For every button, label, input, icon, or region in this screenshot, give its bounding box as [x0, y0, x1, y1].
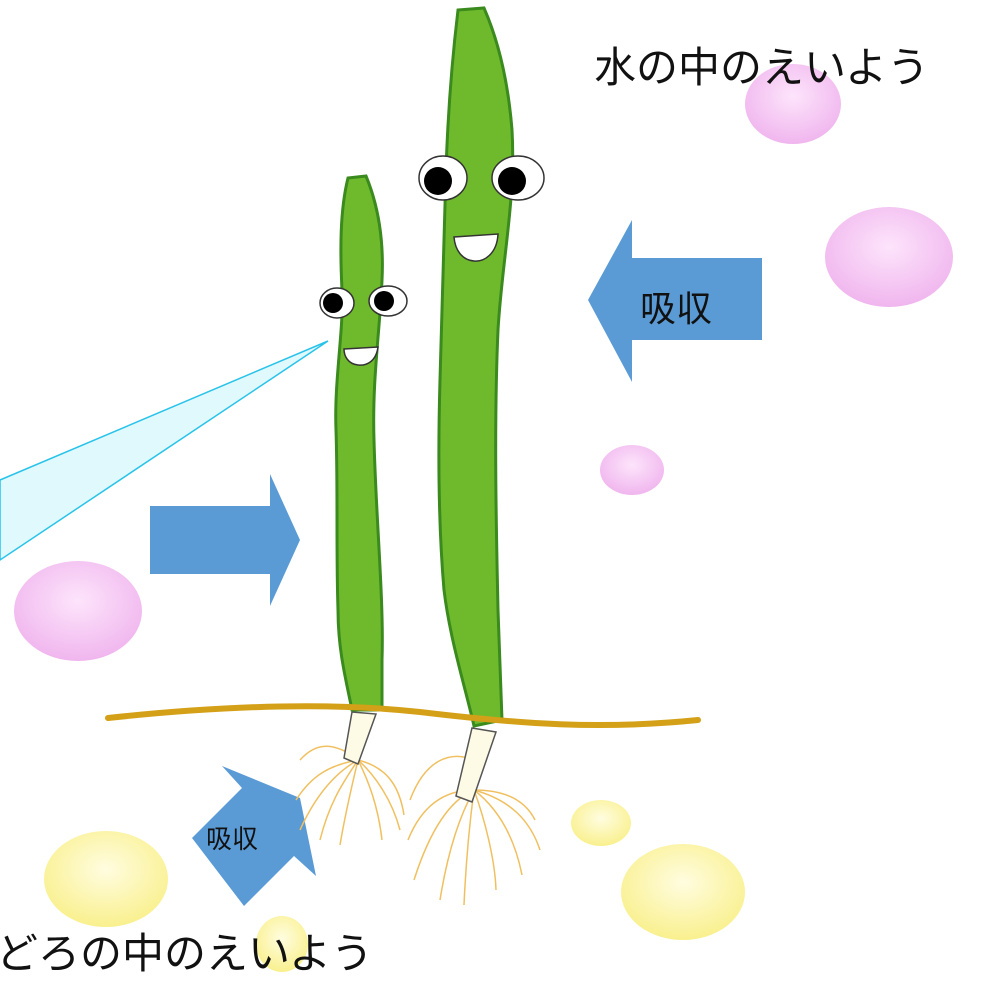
water-nutrient-particle — [14, 561, 142, 661]
tall-plant-stem — [439, 8, 513, 726]
absorb-mud-label: 吸収 — [206, 819, 258, 856]
water-nutrient-particle — [600, 445, 664, 495]
mud-nutrient-particle — [44, 831, 168, 927]
absorb-water-label: 吸収 — [640, 280, 712, 332]
small-plant-stem — [336, 176, 383, 710]
mud-surface-line — [108, 706, 698, 725]
mud-nutrients-label: どろの中のえいよう — [0, 920, 373, 981]
water-nutrient-particle — [825, 207, 953, 307]
water-nutrients-label: 水の中のえいよう — [594, 34, 929, 95]
stem-base-small — [344, 712, 376, 764]
mud-nutrient-particle — [571, 800, 631, 846]
mud-nutrient-particle — [621, 844, 745, 940]
absorb-arrow-horizontal — [150, 474, 300, 606]
